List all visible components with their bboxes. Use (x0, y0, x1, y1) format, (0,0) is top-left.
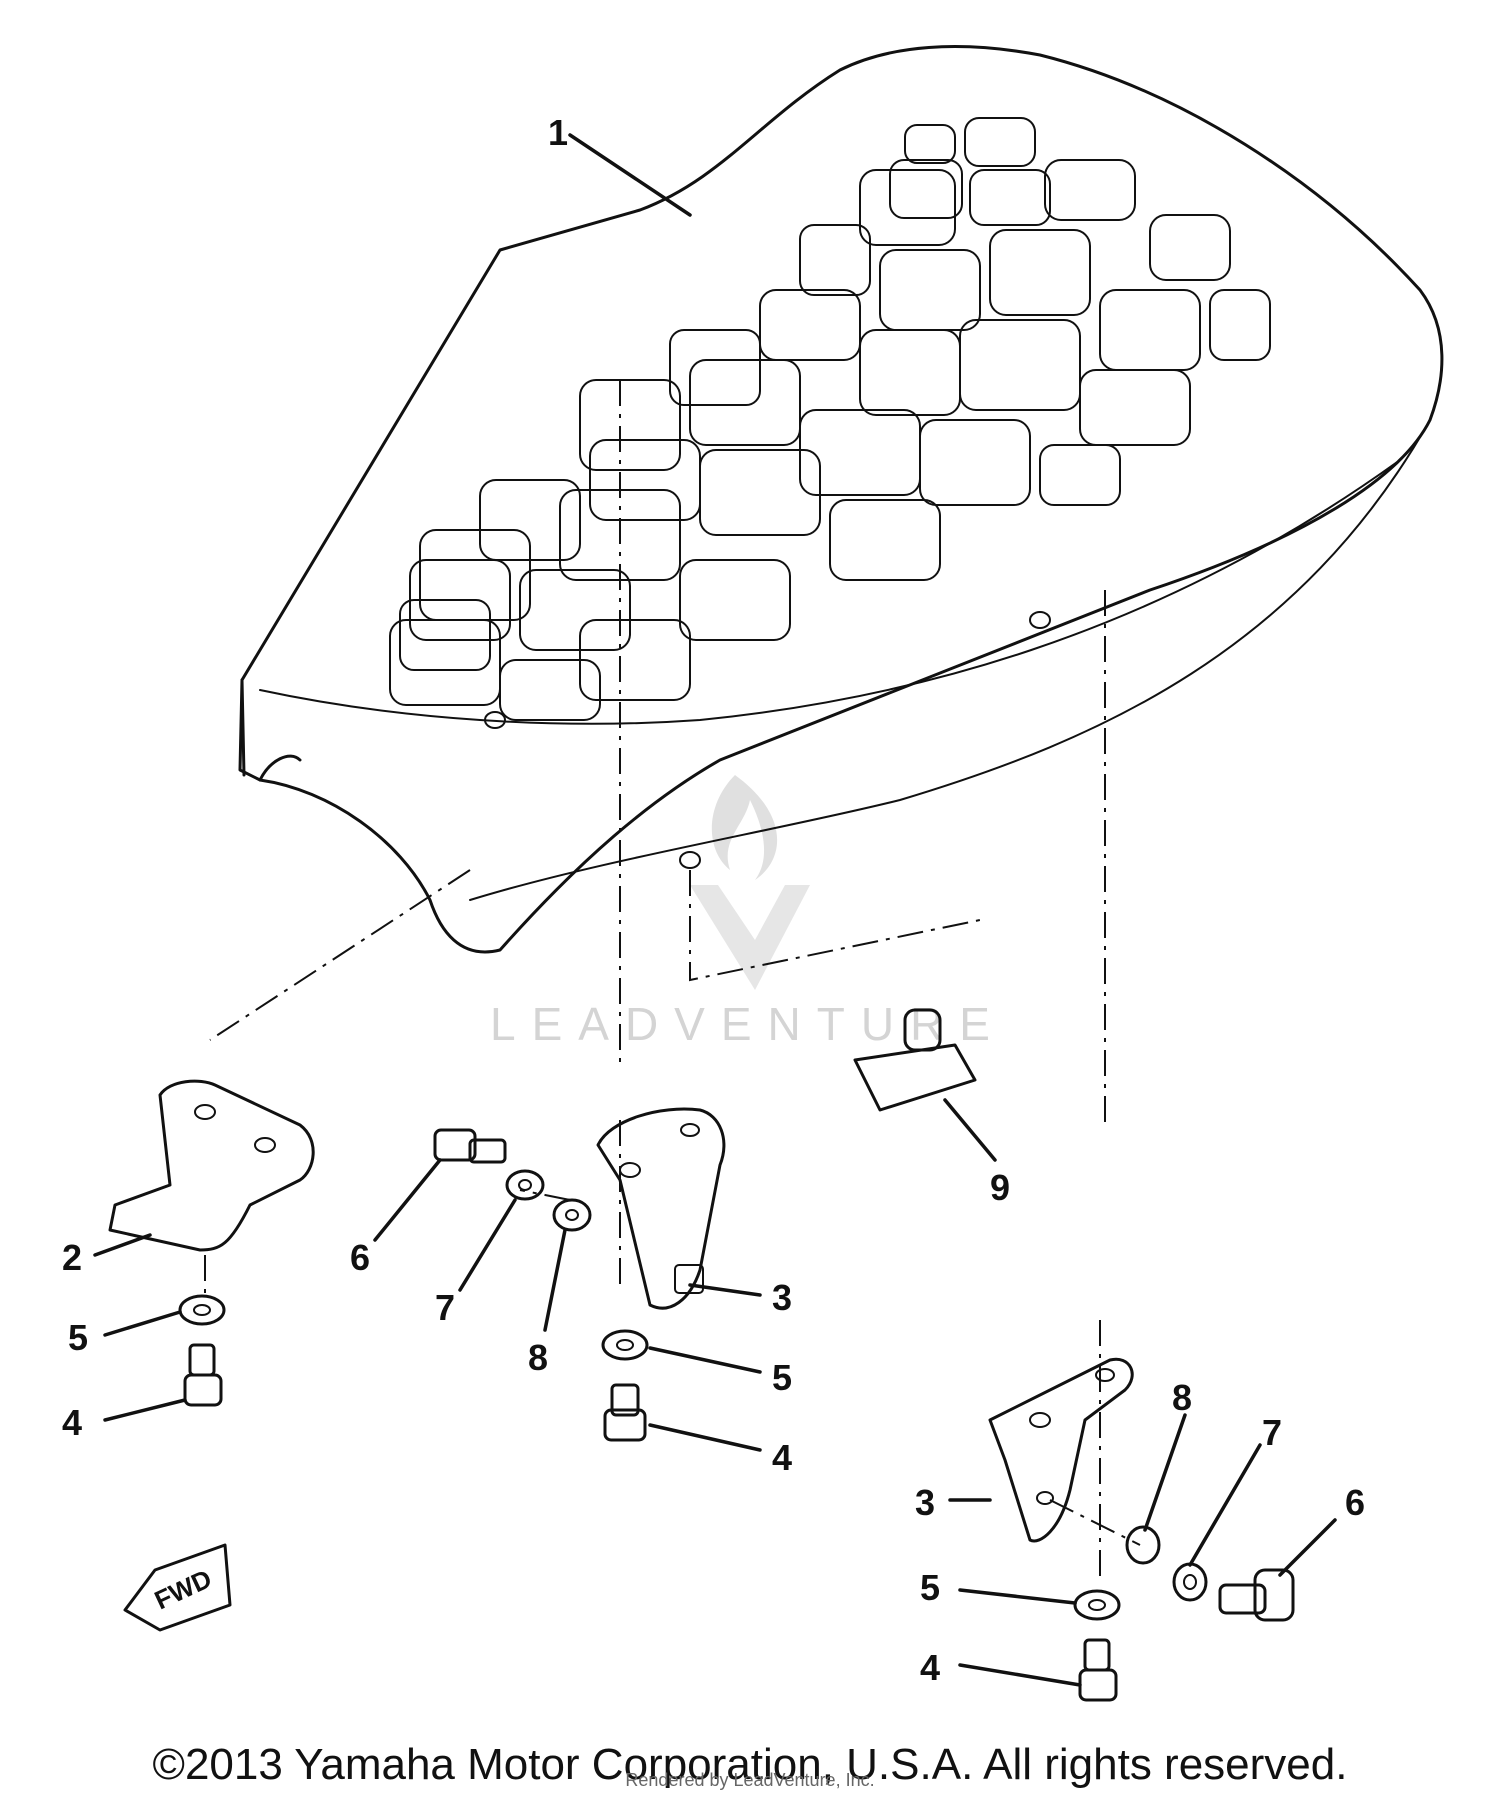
bracket-center (596, 1107, 726, 1310)
fwd-arrow-icon: FWD (123, 1543, 232, 1632)
assembly-lines (204, 380, 1141, 1580)
fwd-label: FWD (150, 1563, 216, 1615)
clip-nut (853, 1008, 977, 1112)
callout-clip: 9 (990, 1167, 1010, 1208)
callout-bracket-left: 2 (62, 1237, 82, 1278)
bracket-right (988, 1357, 1134, 1543)
hardware-right (1073, 1525, 1295, 1702)
callout-plainwasher-center: 8 (528, 1337, 548, 1378)
callout-bolt-left: 4 (62, 1402, 82, 1443)
seat-quilting (389, 117, 1271, 721)
bracket-left (108, 1079, 315, 1252)
callout-plainwasher-right: 8 (1172, 1377, 1192, 1418)
callout-washer-left: 5 (68, 1317, 88, 1358)
callout-bracket-center: 3 (772, 1277, 792, 1318)
callout-screw-center: 6 (350, 1237, 370, 1278)
callouts: 1 2 5 4 6 7 8 3 5 4 9 3 5 4 8 7 6 (62, 112, 1365, 1688)
hardware-center (433, 1128, 649, 1442)
watermark: LEADVENTURE (490, 775, 1006, 1050)
watermark-text: LEADVENTURE (490, 998, 1006, 1050)
hardware-left (178, 1294, 226, 1407)
seat-assembly (238, 45, 1444, 954)
copyright-notice: ©2013 Yamaha Motor Corporation, U.S.A. A… (152, 1740, 1348, 1789)
callout-bracket-right: 3 (915, 1482, 935, 1523)
leader-lines (93, 133, 1337, 1687)
callout-bolt-center: 4 (772, 1437, 792, 1478)
callout-seat: 1 (548, 112, 568, 153)
callout-bolt-right: 4 (920, 1647, 940, 1688)
callout-washer-center: 5 (772, 1357, 792, 1398)
watermark-v-icon (690, 885, 810, 990)
watermark-flame-icon (711, 775, 778, 880)
callout-lockwasher-right: 7 (1262, 1412, 1282, 1453)
rendered-by-credit: Rendered by LeadVenture, Inc. (625, 1770, 875, 1790)
callout-lockwasher-center: 7 (435, 1287, 455, 1328)
callout-screw-right: 6 (1345, 1482, 1365, 1523)
callout-washer-right: 5 (920, 1567, 940, 1608)
